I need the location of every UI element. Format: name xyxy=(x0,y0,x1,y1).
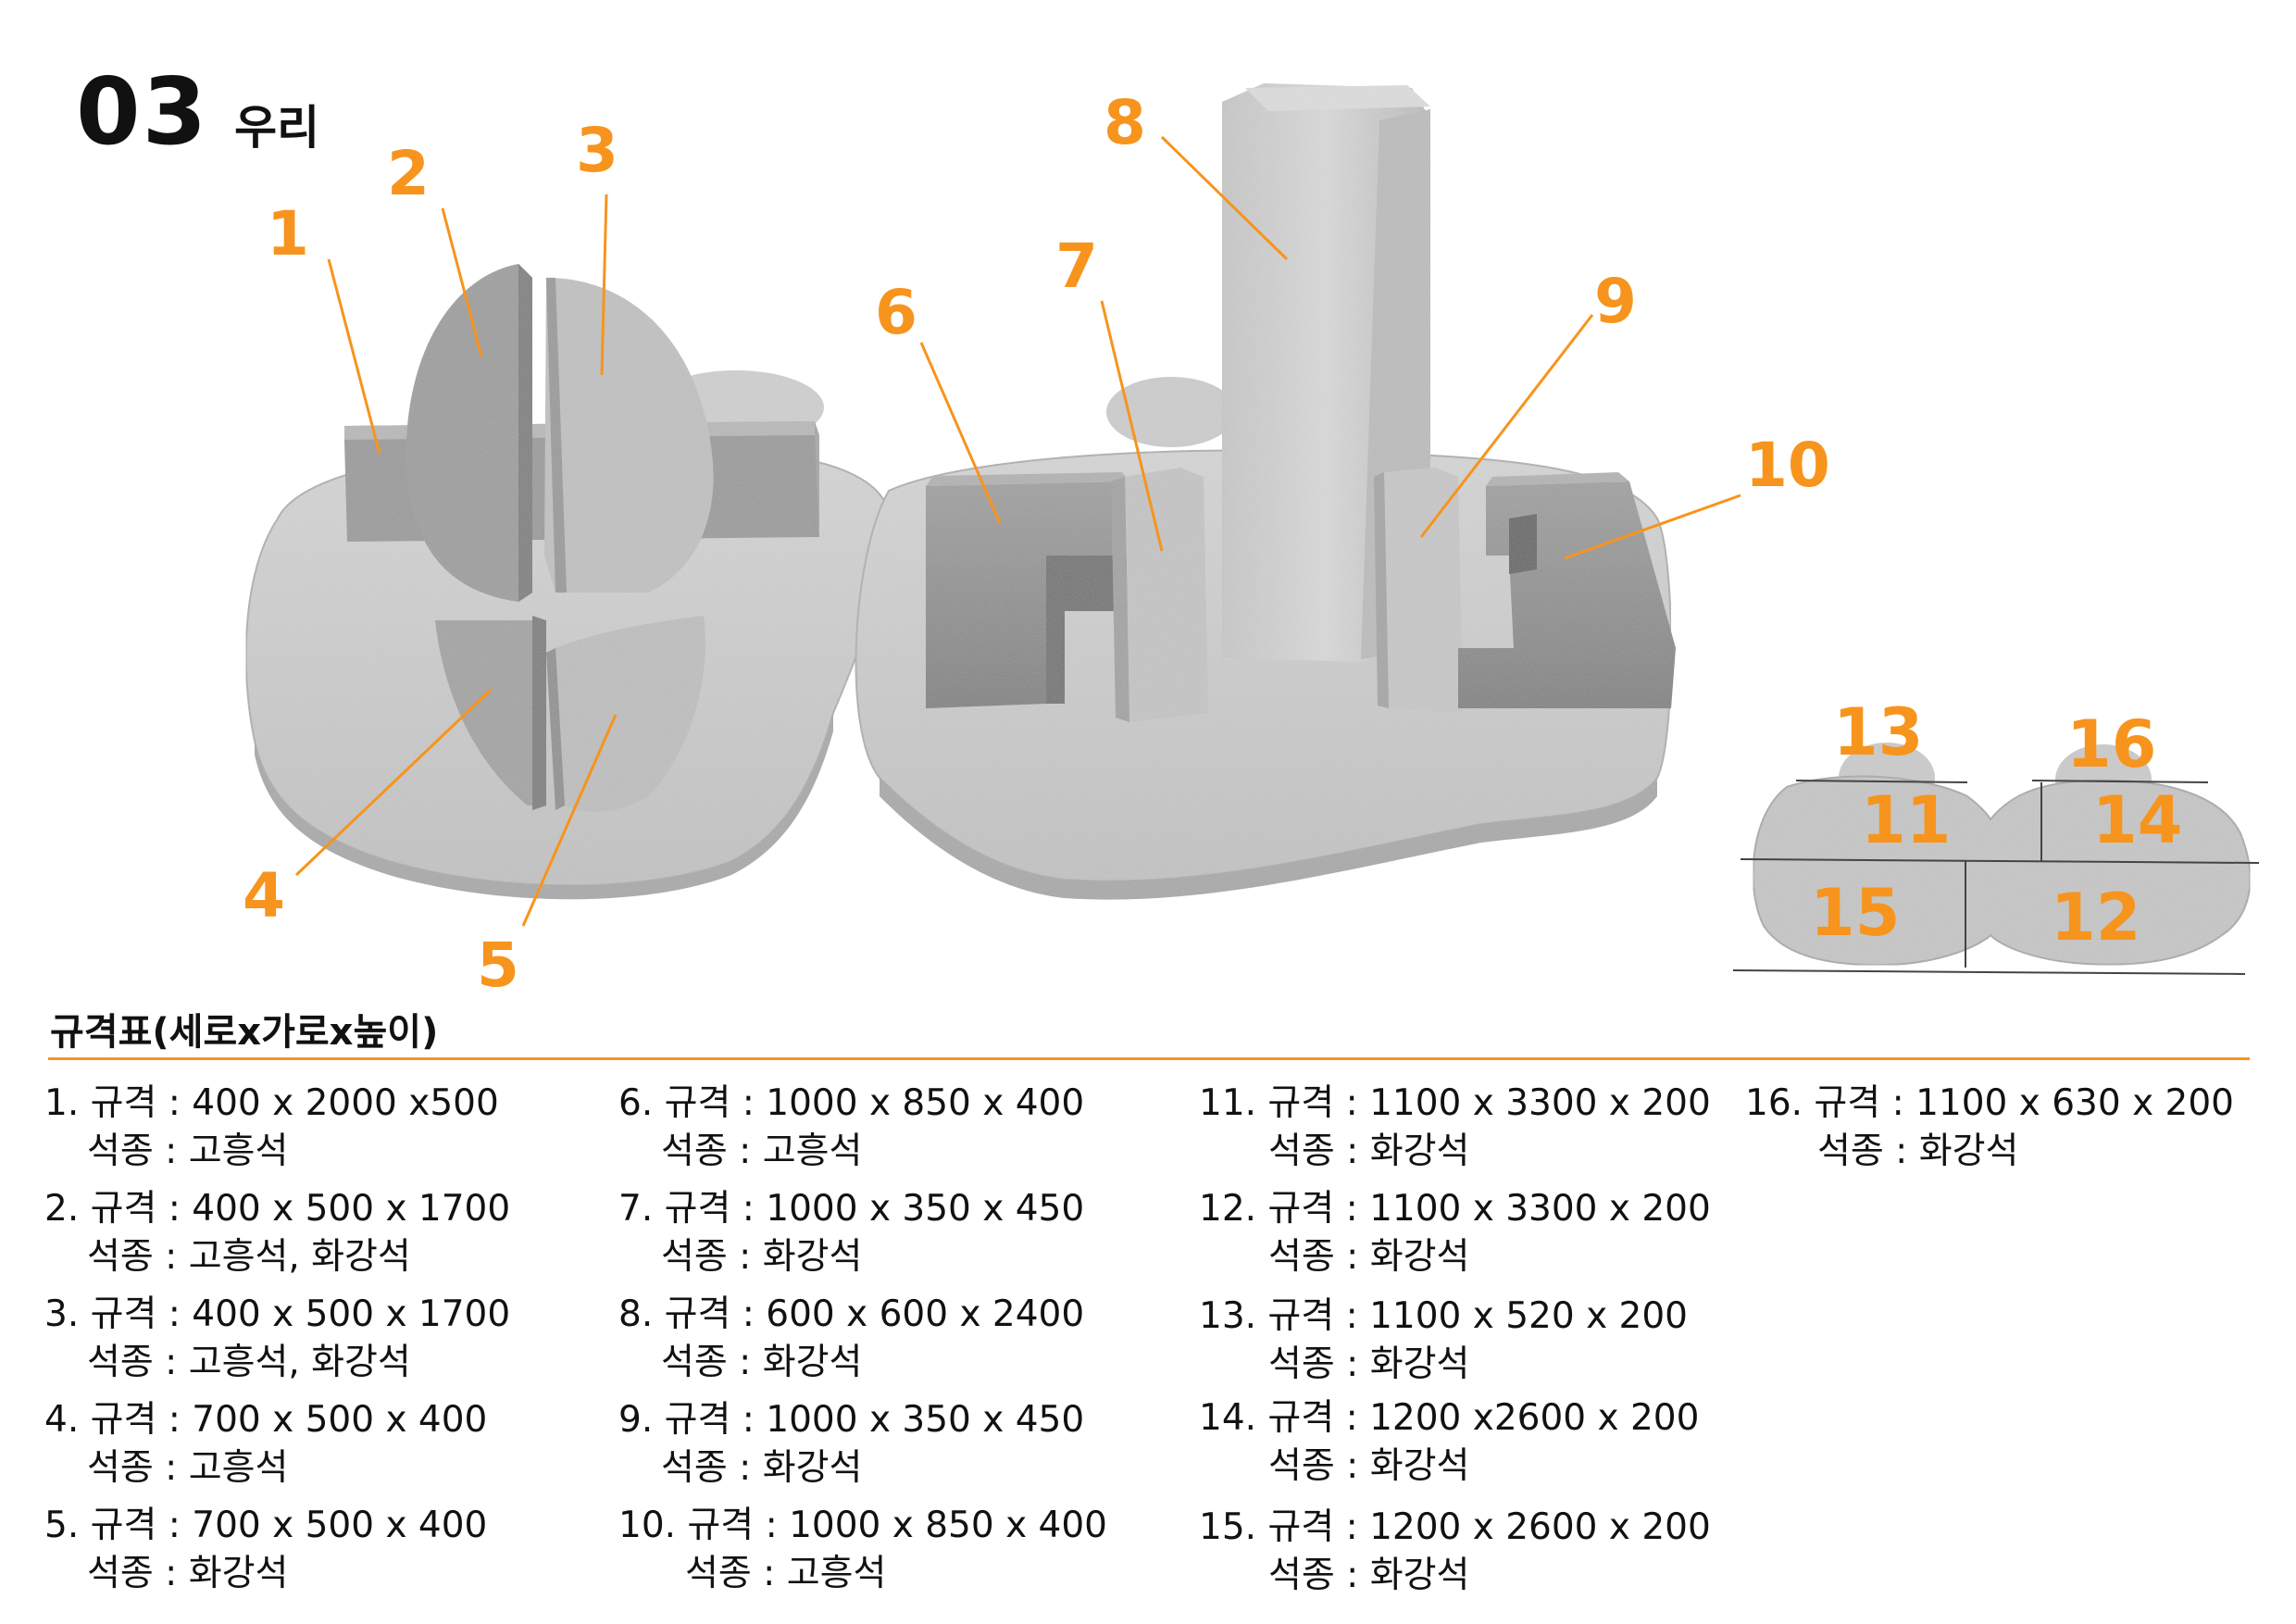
spec-item: 1. 규격 : 400 x 2000 x500 석종 : 고흥석 xyxy=(44,1080,510,1176)
spec-size: 15. 규격 : 1200 x 2600 x 200 xyxy=(1199,1506,1711,1548)
stone-9-slab xyxy=(1374,468,1463,713)
callout-9: 9 xyxy=(1594,266,1637,337)
spec-size: 3. 규격 : 400 x 500 x 1700 xyxy=(44,1293,511,1335)
spec-item: 5. 규격 : 700 x 500 x 400 석종 : 화강석 xyxy=(44,1502,510,1598)
spec-item: 8. 규격 : 600 x 600 x 2400 석종 : 화강석 xyxy=(618,1291,1107,1387)
spec-column-3: 11. 규격 : 1100 x 3300 x 200 석종 : 화강석 12. … xyxy=(1199,1080,1711,1600)
stone-2-half-disc xyxy=(406,264,532,602)
spec-column-4: 16. 규격 : 1100 x 630 x 200 석종 : 화강석 xyxy=(1745,1080,2234,1176)
stone-6-block xyxy=(926,472,1129,708)
callout-5: 5 xyxy=(477,930,519,1001)
stone-model-diagram: 1 2 3 4 5 6 7 8 9 10 11 12 13 14 15 16 xyxy=(243,83,2260,1001)
spec-item: 2. 규격 : 400 x 500 x 1700 석종 : 고흥석, 화강석 xyxy=(44,1185,510,1281)
spec-size: 7. 규격 : 1000 x 350 x 450 xyxy=(618,1188,1085,1230)
spec-stone: 석종 : 화강석 xyxy=(1817,1131,2019,1172)
plan-view-grid-lines xyxy=(1732,780,2260,975)
spec-stone: 석종 : 고흥석, 화강석 xyxy=(87,1236,411,1278)
callout-15: 15 xyxy=(1810,875,1900,951)
spec-stone: 석종 : 화강석 xyxy=(661,1447,863,1489)
spec-item: 16. 규격 : 1100 x 630 x 200 석종 : 화강석 xyxy=(1745,1080,2234,1176)
spec-stone: 석종 : 화강석 xyxy=(1268,1131,1470,1172)
callout-14: 14 xyxy=(2092,782,2182,858)
title-number: 03 xyxy=(76,57,209,166)
spec-stone: 석종 : 화강석 xyxy=(87,1553,289,1594)
spec-item: 10. 규격 : 1000 x 850 x 400 석종 : 고흥석 xyxy=(618,1502,1107,1598)
spec-stone: 석종 : 고흥석 xyxy=(661,1131,863,1172)
stone-5-quarter xyxy=(546,616,705,812)
spec-size: 1. 규격 : 400 x 2000 x500 xyxy=(44,1082,499,1124)
spec-size: 14. 규격 : 1200 x2600 x 200 xyxy=(1199,1397,1700,1439)
spec-size: 11. 규격 : 1100 x 3300 x 200 xyxy=(1199,1082,1711,1124)
spec-size: 8. 규격 : 600 x 600 x 2400 xyxy=(618,1293,1085,1335)
spec-stone: 석종 : 화강석 xyxy=(1268,1343,1470,1385)
spec-stone: 석종 : 화강석 xyxy=(1268,1555,1470,1596)
spec-item: 15. 규격 : 1200 x 2600 x 200 석종 : 화강석 xyxy=(1199,1504,1711,1600)
callout-10: 10 xyxy=(1745,430,1830,501)
title-name: 우리 xyxy=(234,101,320,155)
spec-size: 2. 규격 : 400 x 500 x 1700 xyxy=(44,1188,511,1230)
spec-item: 12. 규격 : 1100 x 3300 x 200 석종 : 화강석 xyxy=(1199,1185,1711,1281)
spec-item: 6. 규격 : 1000 x 850 x 400 석종 : 고흥석 xyxy=(618,1080,1107,1176)
spec-item: 9. 규격 : 1000 x 350 x 450 석종 : 화강석 xyxy=(618,1396,1107,1493)
spec-item: 13. 규격 : 1100 x 520 x 200 석종 : 화강석 xyxy=(1199,1293,1711,1389)
spec-item: 4. 규격 : 700 x 500 x 400 석종 : 고흥석 xyxy=(44,1396,510,1493)
spec-stone: 석종 : 고흥석 xyxy=(685,1553,887,1594)
callout-8: 8 xyxy=(1104,87,1146,158)
spec-item: 14. 규격 : 1200 x2600 x 200 석종 : 화강석 xyxy=(1199,1394,1711,1491)
spec-size: 10. 규격 : 1000 x 850 x 400 xyxy=(618,1505,1107,1546)
spec-column-1: 1. 규격 : 400 x 2000 x500 석종 : 고흥석 2. 규격 :… xyxy=(44,1080,510,1598)
page-title: 03 우리 xyxy=(76,57,319,166)
spec-column-2: 6. 규격 : 1000 x 850 x 400 석종 : 고흥석 7. 규격 … xyxy=(618,1080,1107,1598)
spec-item: 3. 규격 : 400 x 500 x 1700 석종 : 고흥석, 화강석 xyxy=(44,1291,510,1387)
stone-7-slab xyxy=(1111,468,1208,722)
callout-2: 2 xyxy=(387,138,430,209)
spec-stone: 석종 : 화강석 xyxy=(1268,1236,1470,1278)
callout-11: 11 xyxy=(1861,782,1951,858)
spec-stone: 석종 : 고흥석 xyxy=(87,1131,289,1172)
callout-1: 1 xyxy=(267,198,309,269)
callout-16: 16 xyxy=(2066,706,2156,782)
plan-view xyxy=(1752,743,2252,967)
spec-stone: 석종 : 화강석 xyxy=(1268,1445,1470,1487)
spec-stone: 석종 : 고흥석, 화강석 xyxy=(87,1342,411,1383)
spec-divider xyxy=(48,1057,2250,1060)
spec-table-heading: 규격표(세로x가로x높이) xyxy=(50,1011,439,1054)
spec-size: 5. 규격 : 700 x 500 x 400 xyxy=(44,1505,488,1546)
callout-7: 7 xyxy=(1055,231,1098,302)
spec-stone: 석종 : 화강석 xyxy=(661,1342,863,1383)
spec-size: 6. 규격 : 1000 x 850 x 400 xyxy=(618,1082,1085,1124)
spec-stone: 석종 : 고흥석 xyxy=(87,1447,289,1489)
callout-3: 3 xyxy=(576,115,618,186)
spec-size: 12. 규격 : 1100 x 3300 x 200 xyxy=(1199,1188,1711,1230)
stone-3-half-disc xyxy=(544,278,714,593)
callout-12: 12 xyxy=(2051,880,2140,956)
stone-4-quarter xyxy=(435,616,546,810)
spec-item: 7. 규격 : 1000 x 350 x 450 석종 : 화강석 xyxy=(618,1185,1107,1281)
spec-size: 13. 규격 : 1100 x 520 x 200 xyxy=(1199,1295,1688,1337)
callout-4: 4 xyxy=(243,860,285,931)
spec-size: 9. 규격 : 1000 x 350 x 450 xyxy=(618,1399,1085,1441)
spec-size: 16. 규격 : 1100 x 630 x 200 xyxy=(1745,1082,2234,1124)
spec-stone: 석종 : 화강석 xyxy=(661,1236,863,1278)
leader-lines xyxy=(294,135,1741,927)
spec-size: 4. 규격 : 700 x 500 x 400 xyxy=(44,1399,488,1441)
spec-item: 11. 규격 : 1100 x 3300 x 200 석종 : 화강석 xyxy=(1199,1080,1711,1176)
callout-13: 13 xyxy=(1833,694,1923,770)
callout-numbers: 1 2 3 4 5 6 7 8 9 10 11 12 13 14 15 16 xyxy=(243,87,2182,1001)
callout-6: 6 xyxy=(875,277,917,348)
